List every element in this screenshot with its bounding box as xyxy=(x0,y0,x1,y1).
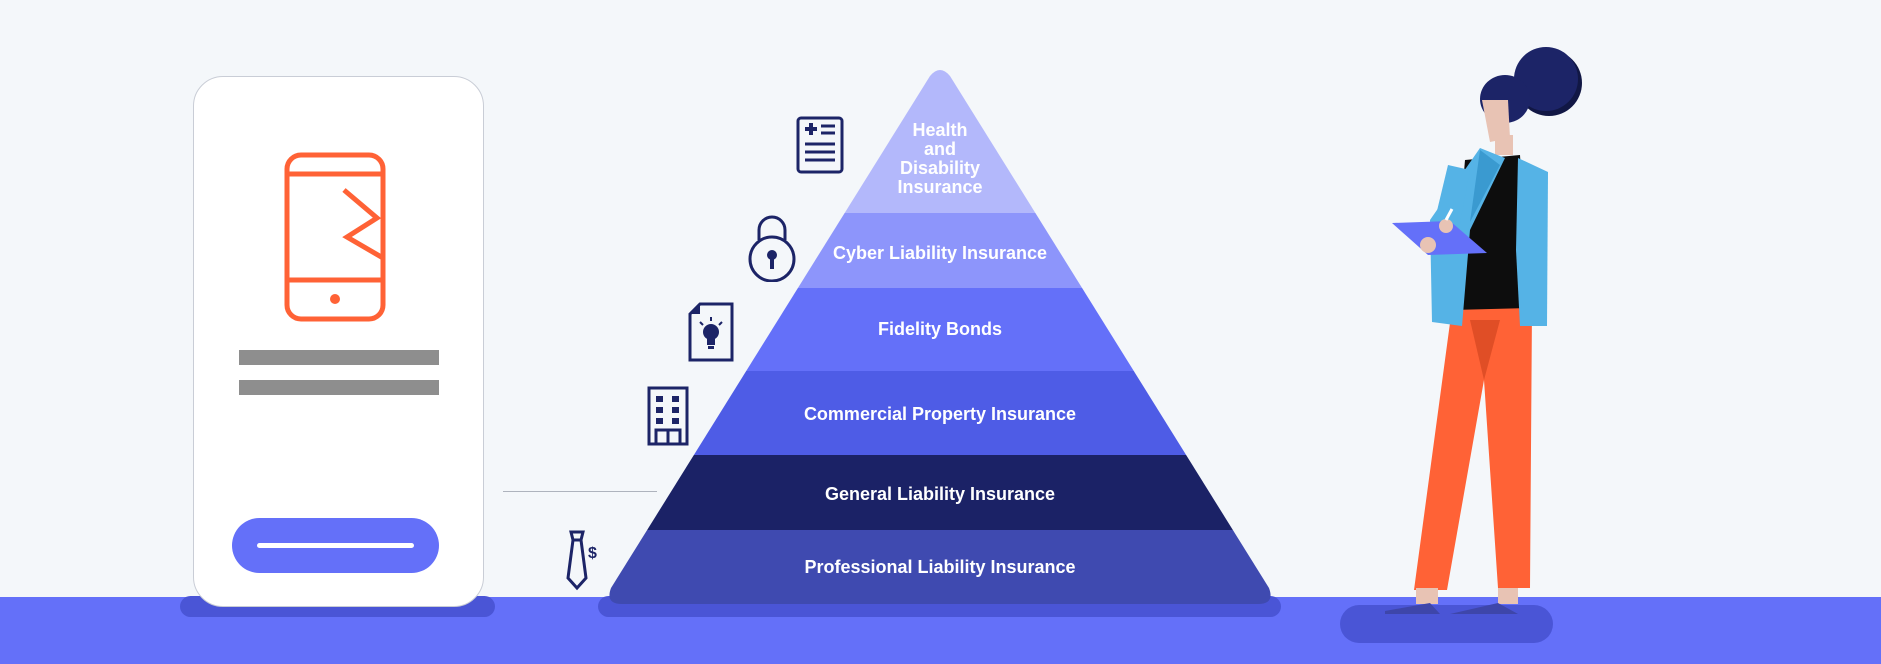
label-line: and xyxy=(923,139,956,159)
layer-label-commercial: Commercial Property Insurance xyxy=(803,404,1077,424)
lightbulb-document-icon xyxy=(688,302,734,362)
connector-line xyxy=(503,491,657,492)
button-bar xyxy=(257,543,414,548)
layer-label-health: Health and Disability Insurance xyxy=(700,121,1180,197)
label-line: Health xyxy=(912,120,968,140)
phone-card xyxy=(193,76,484,607)
building-icon xyxy=(647,386,689,446)
padlock-icon xyxy=(746,210,798,282)
tie-dollar-icon: $ xyxy=(562,530,604,592)
layer-label-general: General Liability Insurance xyxy=(824,484,1056,504)
cta-button[interactable] xyxy=(232,518,439,573)
layer-label-cyber: Cyber Liability Insurance xyxy=(832,243,1048,263)
layer-label-fidelity: Fidelity Bonds xyxy=(877,319,1002,339)
medical-document-icon xyxy=(796,116,844,174)
text-placeholder-line xyxy=(239,380,439,395)
text-placeholder-line xyxy=(239,350,439,365)
pyramid-layer-general xyxy=(609,455,1271,530)
layer-label-professional: Professional Liability Insurance xyxy=(804,557,1076,577)
label-line: Insurance xyxy=(897,177,983,197)
pyramid-layer-professional xyxy=(609,530,1271,604)
broken-phone-icon xyxy=(284,152,386,322)
insurance-pyramid xyxy=(609,70,1271,604)
person-shadow xyxy=(1340,605,1553,643)
svg-text:$: $ xyxy=(588,545,597,562)
woman-with-clipboard-illustration xyxy=(1385,47,1582,614)
label-line: Disability xyxy=(899,158,981,178)
